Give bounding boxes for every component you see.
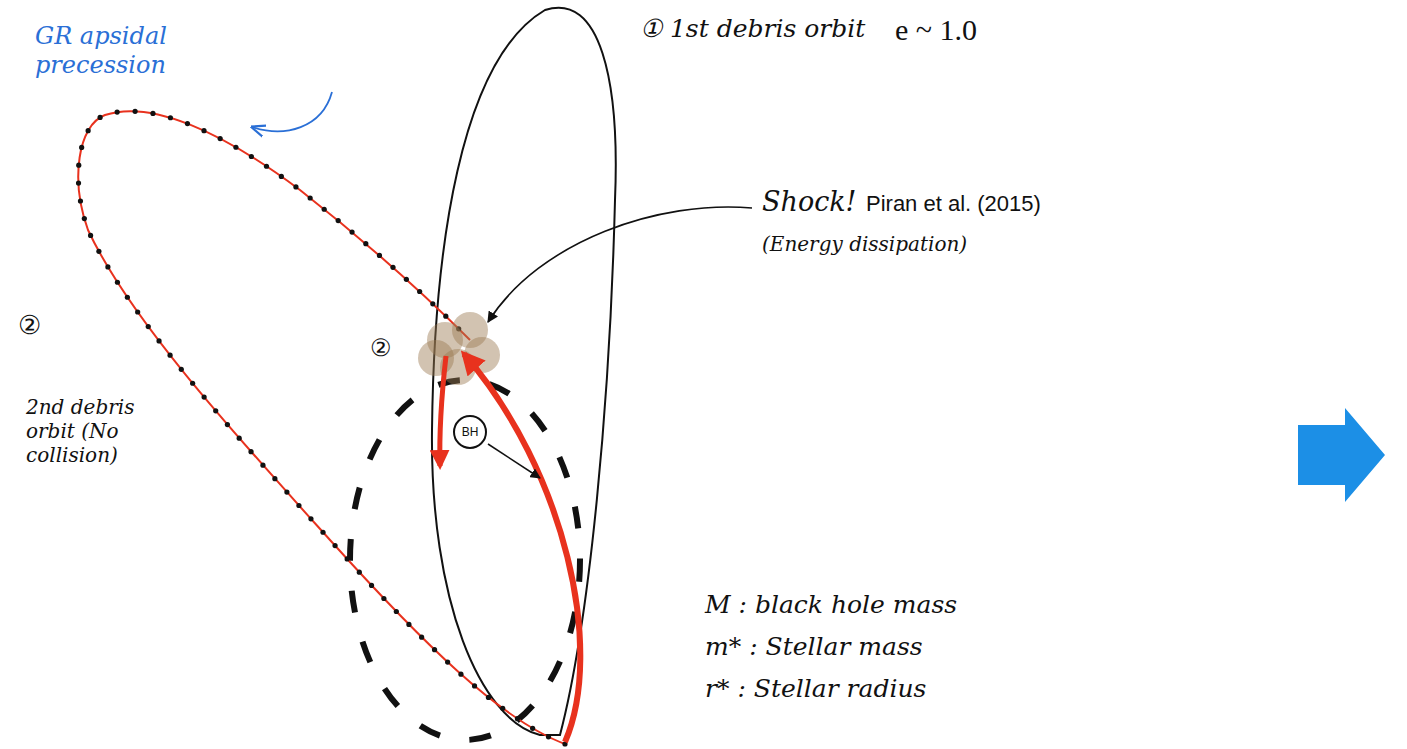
orbit-dot [472,683,477,688]
orbit-dot [293,184,298,189]
orbit-dot [78,198,83,203]
orbit-dot [363,241,368,246]
orbit-dot [430,301,435,306]
orbit-dot [105,264,110,269]
orbit-dot [97,115,102,120]
orbit-dot [445,659,450,664]
orbit-dot [249,154,254,159]
orbit-dot [218,136,223,141]
orbit-dot [443,314,448,319]
inflow-arrow [464,354,580,742]
shock-leader [488,207,752,322]
orbit-dot [296,503,301,508]
orbit-dot [486,695,491,700]
orbit-dot [322,207,327,212]
orbit-dot [168,115,173,120]
radius-arrow [488,444,540,478]
first-orbit [432,8,616,735]
orbit-dot [190,381,195,386]
precession-note: GR apsidal precession [35,22,220,80]
shock-cloud [418,312,500,385]
orbit-dot [406,622,411,627]
orbit-dot [272,476,277,481]
orbit-dot [530,726,535,731]
orbit-dot [345,556,350,561]
orbit-title: ① 1st debris orbit [640,14,865,44]
orbit-dot [76,181,81,186]
orbit-dot [88,233,93,238]
reference: Piran et al. (2015) [866,191,1041,217]
symbol-definition: m* : Stellar mass [705,632,923,662]
orbit-dot [96,249,101,254]
orbit-dot [125,295,130,300]
orbit-dot [284,489,289,494]
orbit-dot [357,570,362,575]
tidal-radius [350,380,580,740]
shock-note: Shock! [762,186,856,218]
orbit-dot [225,422,230,427]
orbit-dots [76,109,568,747]
orbit-dot [500,706,505,711]
orbit-dot [79,145,84,150]
orbit-dot [135,309,140,314]
next-arrow [1298,408,1385,502]
orbit-dot [248,449,253,454]
orbit-dot [320,530,325,535]
orbit-dot [237,436,242,441]
orbit-dot [394,609,399,614]
orbit-dot [133,109,138,114]
callout-number: ② [18,310,41,341]
orbit-dot [546,734,551,739]
orbit-dot [179,367,184,372]
symbol-definition: M : black hole mass [705,590,957,620]
orbit-dot [86,128,91,133]
black-hole: BH [453,415,487,449]
second-orbit [78,111,565,744]
orbit-dot [213,408,218,413]
orbit-dot [76,163,81,168]
orbit-dot [233,145,238,150]
eccentricity: e ~ 1.0 [895,12,977,48]
orbit-dot [185,121,190,126]
orbit-dot [82,216,87,221]
symbol-definition: r* : Stellar radius [705,674,926,704]
orbit-dot [458,672,463,677]
orbit-dot [381,596,386,601]
orbit-dot [332,543,337,548]
orbit-dot [377,253,382,258]
orbit-dot [404,277,409,282]
orbit-dot [201,128,206,133]
orbit-dot [167,353,172,358]
orbit-dot [369,583,374,588]
orbit-dot [308,516,313,521]
orbit-dot [432,647,437,652]
orbit-dot [146,324,151,329]
orbit-dot [308,195,313,200]
return-arrow [440,356,446,466]
orbit-dot [264,164,269,169]
orbit-dot [202,395,207,400]
precession-arrow [252,92,332,131]
orbit-dot [390,265,395,270]
orbit-dot [115,280,120,285]
orbit-note: 2nd debris orbit (No collision) [26,395,151,467]
orbit-dot [260,463,265,468]
shock-note: (Energy dissipation) [762,232,967,256]
orbit-dot [115,110,120,115]
callout-number: ② [370,334,392,363]
orbit-dot [156,338,161,343]
orbit-dot [279,174,284,179]
orbit-dot [150,111,155,116]
orbit-dot [419,635,424,640]
orbit-dot [417,289,422,294]
node-label: BH [462,425,479,439]
orbit-dot [515,716,520,721]
orbit-dot [336,218,341,223]
orbit-dot [349,229,354,234]
